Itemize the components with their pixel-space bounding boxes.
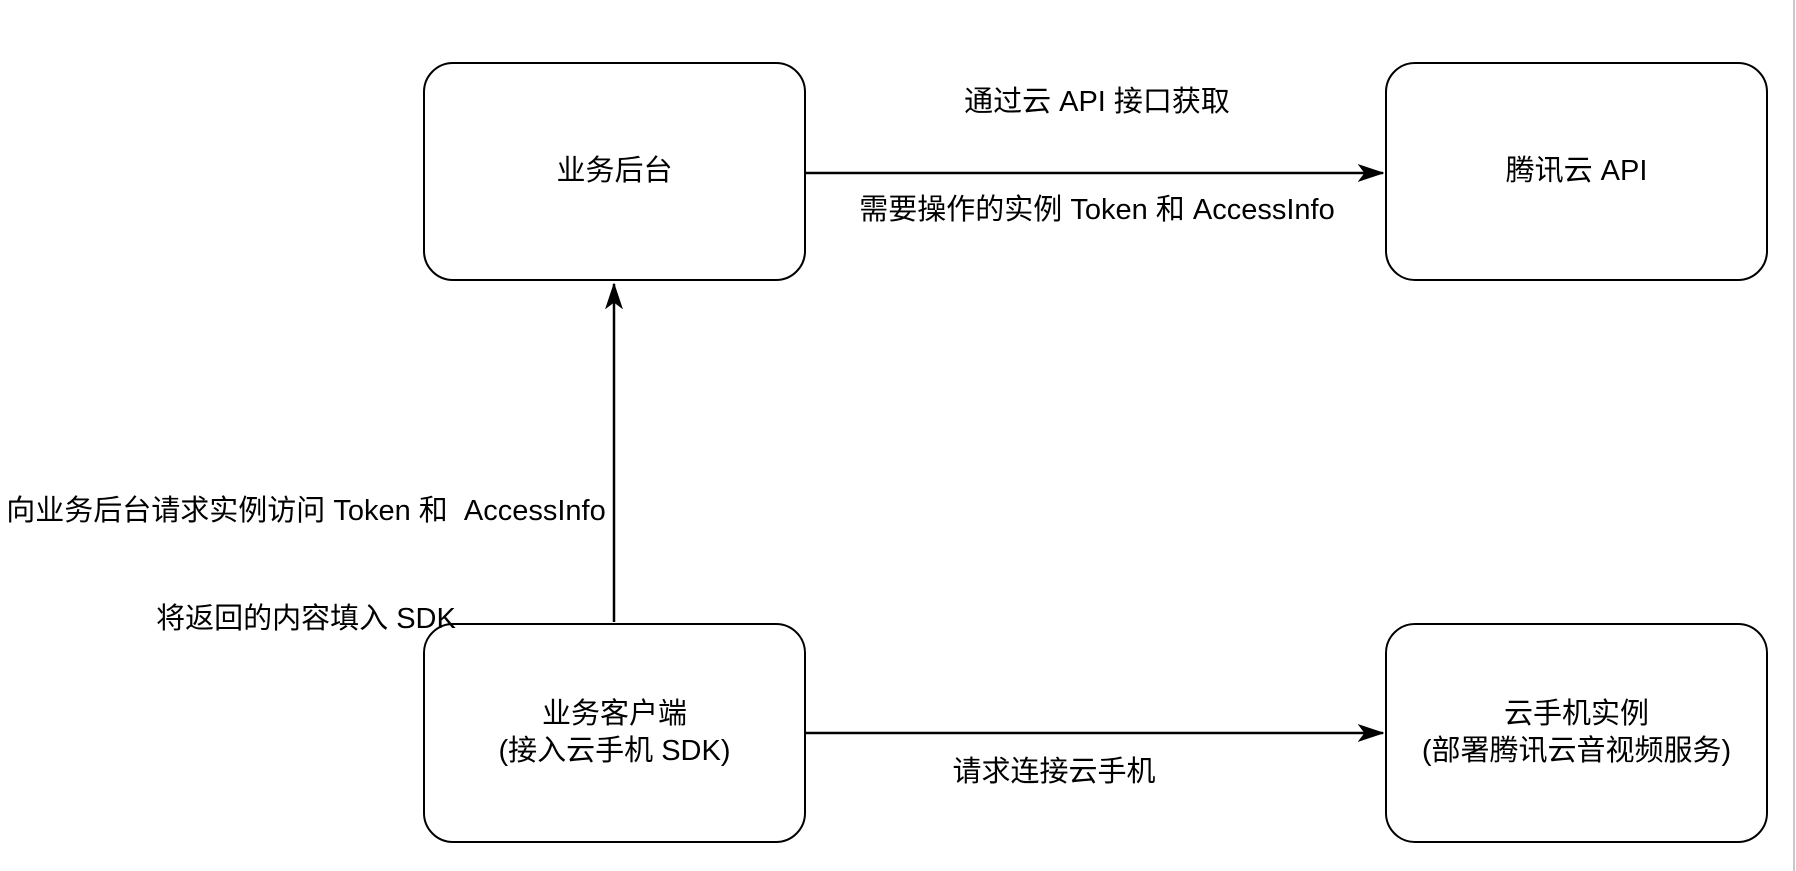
edge-label-backend-to-tencent-api: 通过云 API 接口获取 需要操作的实例 Token 和 AccessInfo xyxy=(859,12,1334,300)
node-tencent-cloud-api-label: 腾讯云 API xyxy=(1505,155,1648,187)
node-tencent-cloud-api: 腾讯云 API xyxy=(1385,62,1768,281)
edge-label-client-to-backend: 向业务后台请求实例访问 Token 和 AccessInfo 将返回的内容填入 … xyxy=(6,421,605,709)
node-cloud-phone-instance-label-line1: 云手机实例 xyxy=(1503,698,1649,730)
edge-label-client-to-instance-text: 请求连接云手机 xyxy=(952,756,1156,788)
node-cloud-phone-instance: 云手机实例 (部署腾讯云音视频服务) xyxy=(1385,623,1768,843)
node-business-client: 业务客户端 (接入云手机 SDK) xyxy=(423,623,806,843)
node-business-client-label-line2: (接入云手机 SDK) xyxy=(498,735,731,767)
edge-label-client-to-backend-line2: 将返回的内容填入 SDK xyxy=(156,603,456,635)
edge-label-backend-to-tencent-api-line2: 需要操作的实例 Token 和 AccessInfo xyxy=(859,194,1335,226)
edge-label-client-to-instance: 请求连接云手机 xyxy=(952,682,1155,862)
edge-label-client-to-backend-line1: 向业务后台请求实例访问 Token 和 AccessInfo xyxy=(6,495,606,527)
edge-label-backend-to-tencent-api-line1: 通过云 API 接口获取 xyxy=(964,86,1230,118)
node-cloud-phone-instance-label-line2: (部署腾讯云音视频服务) xyxy=(1421,735,1732,767)
canvas-right-edge-line xyxy=(1793,0,1795,871)
node-business-backend: 业务后台 xyxy=(423,62,806,281)
node-business-client-label-line1: 业务客户端 xyxy=(541,698,687,730)
node-business-backend-label: 业务后台 xyxy=(556,155,673,187)
